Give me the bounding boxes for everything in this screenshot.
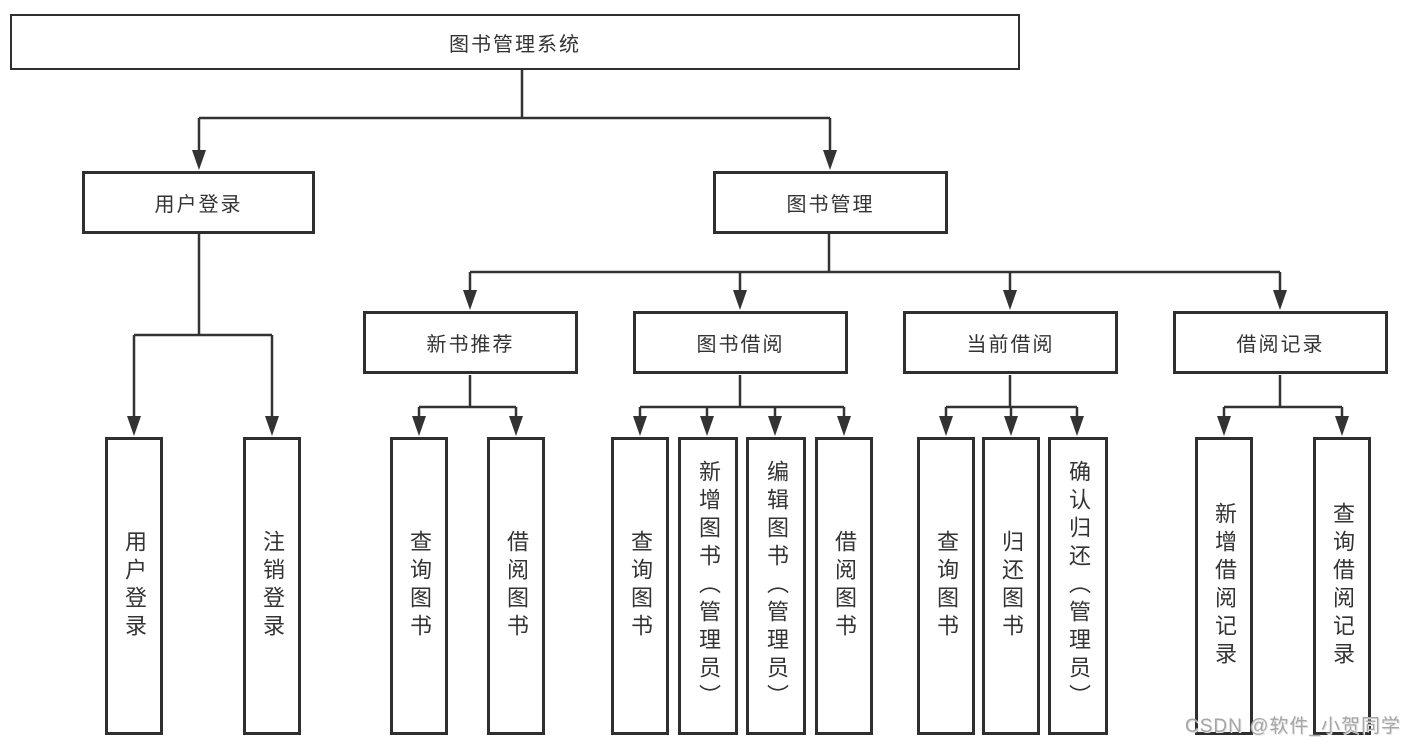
- connector-book-management-branch: [468, 234, 1282, 292]
- leaf-current-confirm-return-admin: 确认归还（管理员）: [1048, 437, 1108, 735]
- leaf-borrowing-add-books-admin-label: 新增图书（管理员）: [696, 460, 721, 712]
- leaf-records-query-record: 查询借阅记录: [1313, 437, 1371, 735]
- leaf-current-confirm-return-admin-label: 确认归还（管理员）: [1066, 460, 1091, 712]
- leaf-recommend-query-books-label: 查询图书: [407, 530, 432, 642]
- leaf-logout-label: 注销登录: [260, 530, 285, 642]
- node-user-login: 用户登录: [82, 171, 315, 234]
- leaf-borrowing-edit-books-admin: 编辑图书（管理员）: [746, 437, 806, 735]
- node-book-borrowing: 图书借阅: [633, 311, 848, 374]
- node-current-borrowing-label: 当前借阅: [966, 334, 1055, 356]
- leaf-borrowing-query-books: 查询图书: [611, 437, 669, 735]
- arrowheads-level2: [192, 150, 837, 170]
- leaf-borrowing-query-books-label: 查询图书: [628, 530, 653, 642]
- connector-borrowing-branch: [638, 375, 846, 418]
- node-current-borrowing: 当前借阅: [903, 311, 1118, 374]
- node-borrowing-records: 借阅记录: [1173, 311, 1388, 374]
- arrowheads-borrowing: [633, 416, 851, 436]
- node-borrowing-records-label: 借阅记录: [1236, 334, 1325, 356]
- leaf-borrowing-borrow-books: 借阅图书: [815, 437, 873, 735]
- leaf-borrowing-add-books-admin: 新增图书（管理员）: [678, 437, 738, 735]
- connector-records-branch: [1222, 375, 1344, 418]
- arrowheads-user-login: [127, 416, 279, 436]
- node-system-root-label: 图书管理系统: [449, 33, 581, 56]
- connector-recommend-branch: [417, 375, 518, 418]
- connector-root-to-level2: [197, 70, 832, 152]
- leaf-recommend-query-books: 查询图书: [390, 437, 448, 735]
- node-book-borrowing-label: 图书借阅: [696, 334, 785, 356]
- node-new-book-recommend-label: 新书推荐: [426, 334, 515, 356]
- leaf-user-login-label: 用户登录: [122, 530, 147, 642]
- leaf-records-add-record: 新增借阅记录: [1195, 437, 1253, 735]
- leaf-logout: 注销登录: [243, 437, 301, 735]
- leaf-current-return-books: 归还图书: [982, 437, 1040, 735]
- node-book-management: 图书管理: [713, 171, 948, 234]
- arrowheads-recommend: [412, 416, 523, 436]
- leaf-recommend-borrow-books: 借阅图书: [487, 437, 545, 735]
- leaf-records-query-record-label: 查询借阅记录: [1330, 502, 1355, 670]
- node-system-root: 图书管理系统: [10, 14, 1020, 70]
- arrowheads-level3: [463, 290, 1287, 310]
- connector-user-login-branch: [132, 234, 274, 418]
- arrowheads-current: [939, 416, 1084, 436]
- arrowheads-records: [1217, 416, 1349, 436]
- node-new-book-recommend: 新书推荐: [363, 311, 578, 374]
- node-user-login-label: 用户登录: [154, 194, 243, 216]
- leaf-borrowing-edit-books-admin-label: 编辑图书（管理员）: [764, 460, 789, 712]
- leaf-records-add-record-label: 新增借阅记录: [1212, 502, 1237, 670]
- connector-current-branch: [944, 375, 1079, 418]
- node-book-management-label: 图书管理: [786, 194, 875, 216]
- leaf-current-return-books-label: 归还图书: [999, 530, 1024, 642]
- leaf-borrowing-borrow-books-label: 借阅图书: [832, 530, 857, 642]
- leaf-current-query-books-label: 查询图书: [934, 530, 959, 642]
- leaf-user-login: 用户登录: [105, 437, 163, 735]
- leaf-recommend-borrow-books-label: 借阅图书: [504, 530, 529, 642]
- leaf-current-query-books: 查询图书: [917, 437, 975, 735]
